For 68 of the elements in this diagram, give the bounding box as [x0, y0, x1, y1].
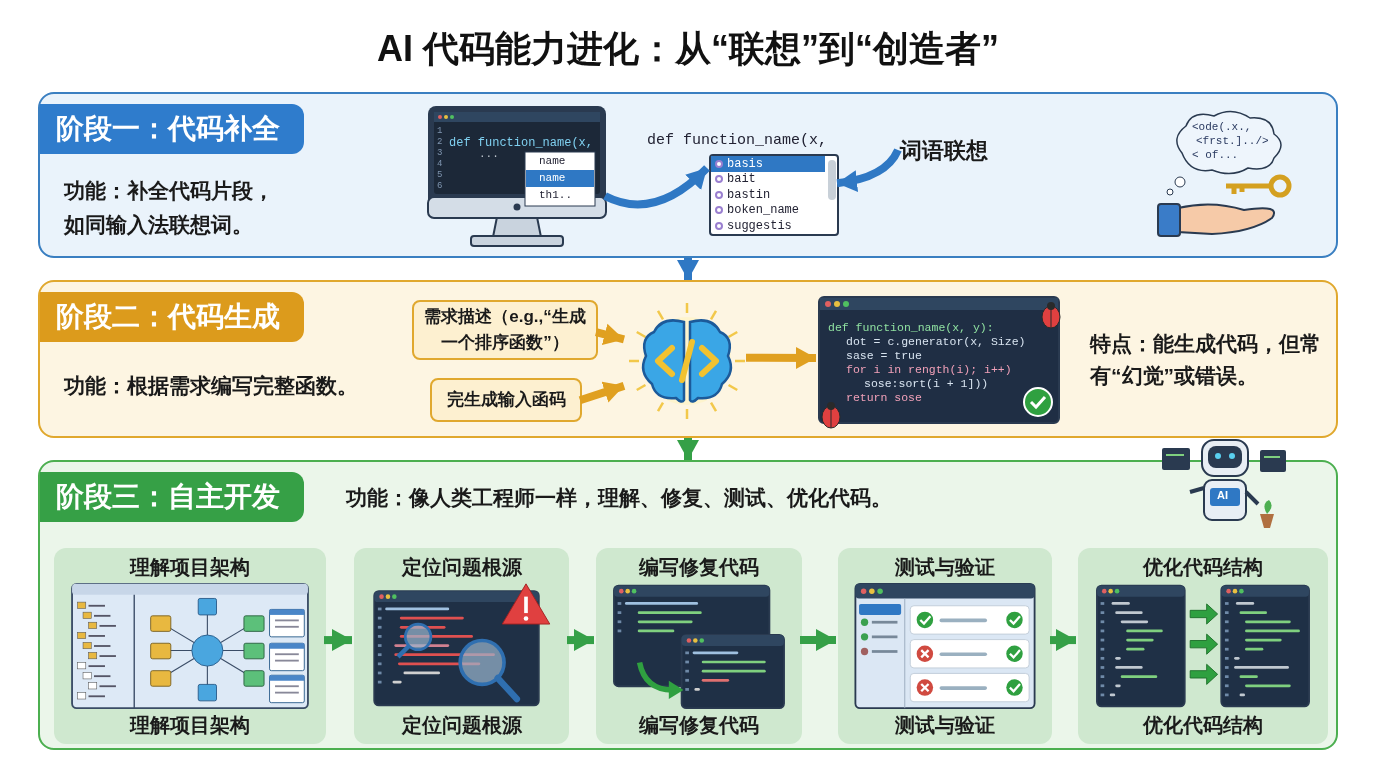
stage-panel — [38, 280, 1338, 438]
code-text: 2 — [437, 138, 443, 147]
code-text: def function_name(x, — [647, 131, 828, 151]
code-text: <ode(.x., — [1192, 122, 1252, 133]
step-caption: 编写修复代码 — [639, 713, 759, 738]
stage-description: 功能：根据需求编写完整函数。 — [64, 373, 358, 399]
code-text: 4 — [437, 160, 443, 169]
input-box: 需求描述（e.g.,“生成一个排序函数”） — [412, 300, 598, 360]
step-card — [838, 548, 1052, 744]
stage-description: 功能：像人类工程师一样，理解、修复、测试、优化代码。 — [346, 485, 892, 511]
arrow — [578, 381, 626, 404]
step-card — [1078, 548, 1328, 744]
suggestion-item: bait — [727, 173, 756, 186]
code-text: 6 — [437, 182, 443, 191]
step-caption: 优化代码结构 — [1143, 713, 1263, 738]
input-box: 完生成输入函码 — [430, 378, 582, 422]
step-title: 定位问题根源 — [401, 555, 522, 580]
arrow — [595, 323, 625, 346]
stage-heading: 阶段二：代码生成 — [40, 292, 304, 342]
code-text: for i in rength(i); i++) — [846, 364, 1012, 376]
code-text: ... — [479, 149, 499, 160]
step-caption: 定位问题根源 — [401, 713, 522, 738]
code-text: name — [539, 173, 566, 184]
step-caption: 理解项目架构 — [130, 713, 250, 738]
step-caption: 测试与验证 — [895, 713, 995, 738]
stage-panel — [38, 92, 1338, 258]
arrow — [800, 629, 836, 652]
code-text: return sose — [846, 392, 922, 404]
step-title: 测试与验证 — [895, 555, 995, 580]
step-title: 编写修复代码 — [639, 555, 759, 580]
suggestion-item: bastin — [727, 188, 771, 201]
suggestion-item: boken_name — [727, 204, 799, 217]
step-title: 优化代码结构 — [1143, 555, 1263, 580]
arrow — [1050, 629, 1076, 652]
arrow — [324, 629, 352, 652]
note-text: 特点：能生成代码，但常有“幻觉”或错误。 — [1090, 331, 1322, 389]
code-text: < of... — [1192, 150, 1239, 161]
arrow — [677, 258, 699, 280]
code-text: def function_name(x, y): — [828, 322, 994, 334]
step-title: 理解项目架构 — [130, 555, 250, 580]
code-text: 3 — [437, 149, 443, 158]
stage-heading: 阶段三：自主开发 — [40, 472, 304, 522]
code-text: 1 — [437, 127, 443, 136]
suggestion-item: basis — [727, 157, 763, 170]
chest-text: AI — [1217, 490, 1228, 501]
title: AI 代码能力进化：从“联想”到“创造者” — [376, 27, 1000, 71]
brain-code-icon — [626, 300, 748, 422]
step-card — [354, 548, 569, 744]
arrow — [677, 438, 699, 460]
arrow — [836, 148, 902, 192]
association-label: 词语联想 — [900, 134, 1012, 168]
stage-description: 功能：补全代码片段，如同输入法联想词。 — [64, 178, 275, 238]
code-text: name — [539, 156, 566, 167]
arrow — [567, 629, 594, 652]
stage-heading: 阶段一：代码补全 — [40, 104, 304, 154]
stage-panel — [38, 460, 1338, 750]
code-text: def function_name(x, — [449, 137, 594, 149]
step-card — [596, 548, 802, 744]
suggestion-item: suggestis — [727, 219, 792, 232]
code-text: <frst.]../> — [1196, 136, 1269, 147]
code-text: dot = c.generator(x, Size) — [846, 336, 1026, 348]
code-text: th1.. — [539, 190, 572, 201]
code-text: sase = true — [846, 350, 922, 362]
code-text: 5 — [437, 171, 443, 180]
suggestion-list — [709, 154, 839, 236]
step-card — [54, 548, 326, 744]
arrow — [603, 165, 710, 209]
code-text: sose:sort(i + 1])) — [864, 378, 989, 390]
